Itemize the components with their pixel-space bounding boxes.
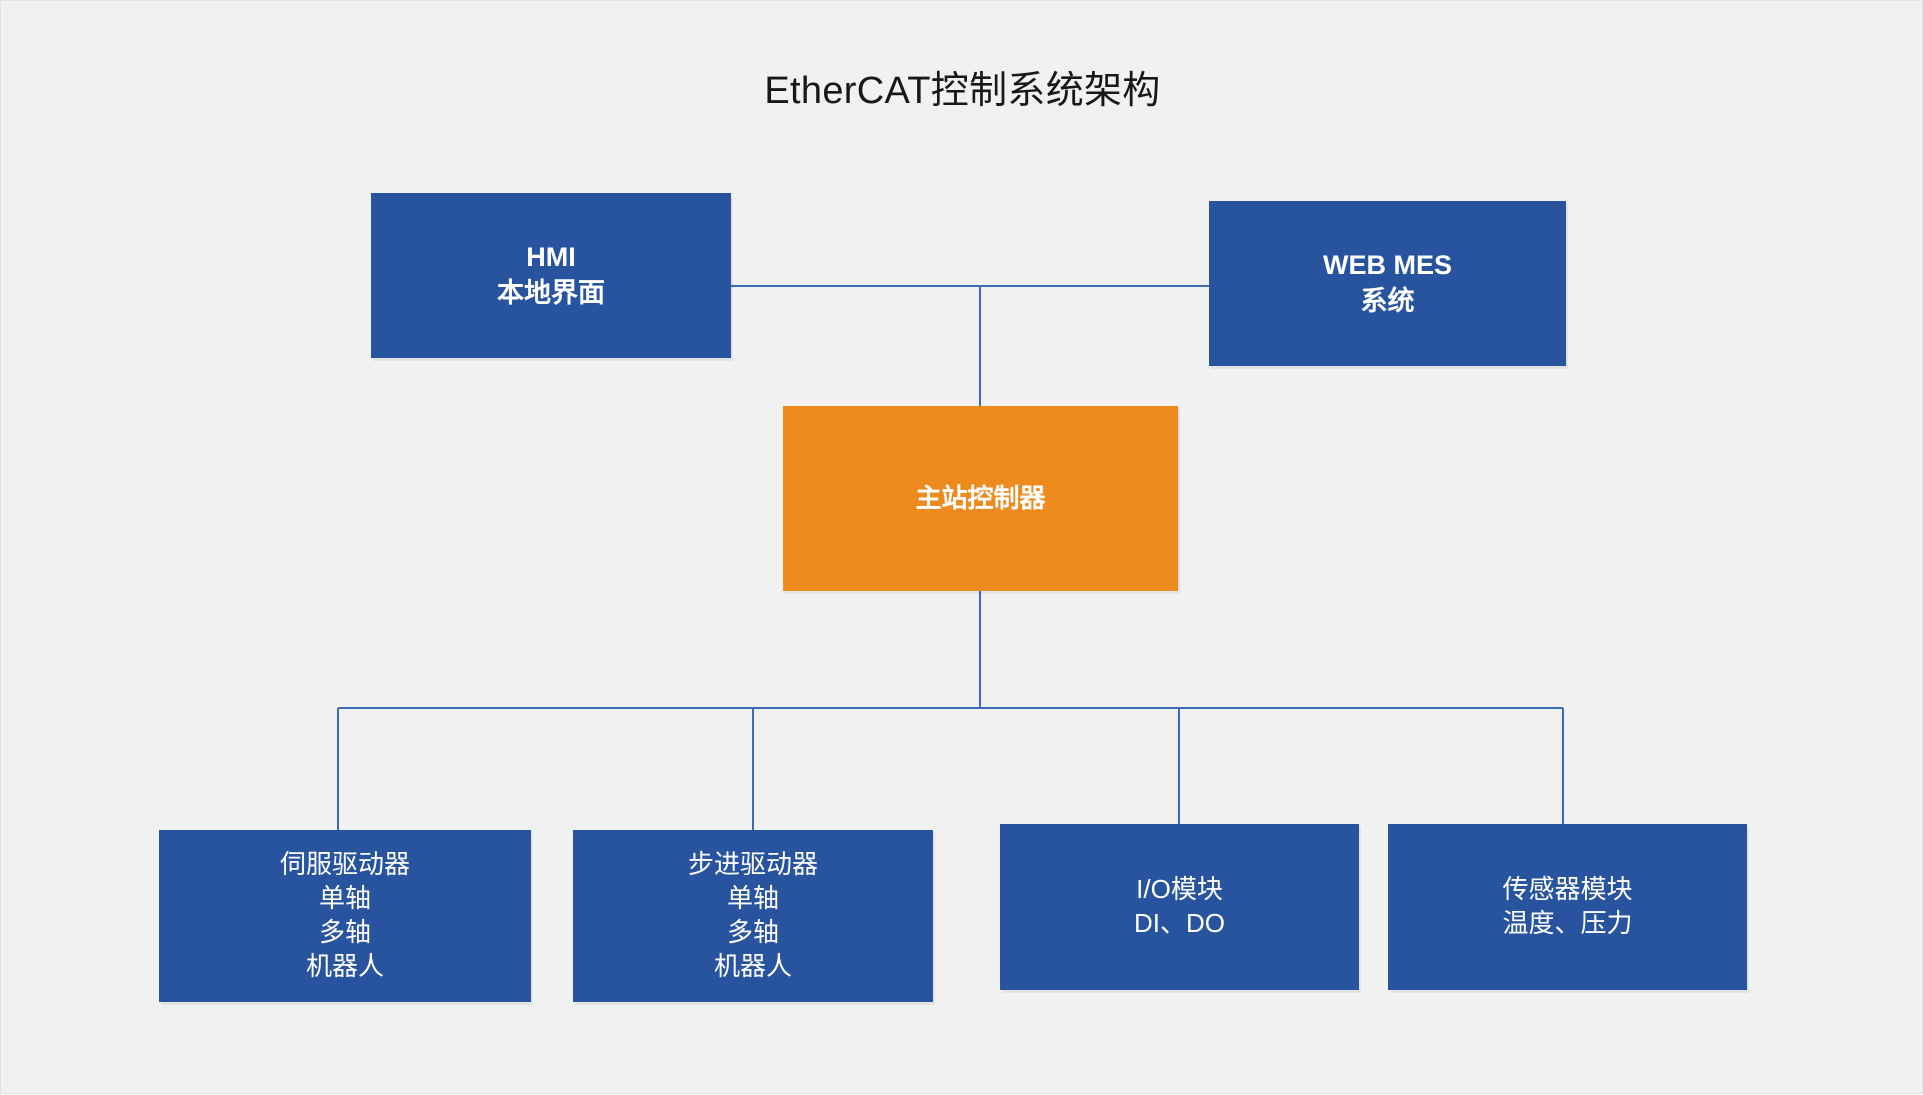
page-title: EtherCAT控制系统架构 xyxy=(764,70,1161,112)
node-master-controller-line-1: 主站控制器 xyxy=(915,482,1046,513)
node-servo-driver-line-3: 多轴 xyxy=(318,917,371,947)
node-stepper-driver-line-4: 机器人 xyxy=(713,950,792,981)
node-sensor-module[interactable]: 传感器模块 温度、压力 xyxy=(1388,824,1747,990)
node-web-mes[interactable]: WEB MES 系统 xyxy=(1209,201,1566,366)
node-hmi[interactable]: HMI 本地界面 xyxy=(371,193,731,358)
node-master-controller[interactable]: 主站控制器 xyxy=(783,406,1178,591)
node-web-mes-line-2: 系统 xyxy=(1360,285,1415,316)
node-sensor-module-line-2: 温度、压力 xyxy=(1502,908,1633,938)
node-web-mes-line-1: WEB MES xyxy=(1322,250,1452,281)
node-hmi-line-1: HMI xyxy=(526,242,576,273)
node-io-module[interactable]: I/O模块 DI、DO xyxy=(1000,824,1359,990)
node-servo-driver-line-1: 伺服驱动器 xyxy=(279,849,410,880)
node-stepper-driver-line-3: 多轴 xyxy=(726,917,779,947)
node-io-module-line-1: I/O模块 xyxy=(1136,874,1223,905)
node-stepper-driver-line-1: 步进驱动器 xyxy=(687,849,818,880)
node-servo-driver-line-2: 单轴 xyxy=(318,883,371,914)
node-stepper-driver[interactable]: 步进驱动器 单轴 多轴 机器人 xyxy=(573,830,933,1002)
node-servo-driver[interactable]: 伺服驱动器 单轴 多轴 机器人 xyxy=(159,830,531,1002)
node-hmi-line-2: 本地界面 xyxy=(497,277,605,308)
node-stepper-driver-line-2: 单轴 xyxy=(726,883,779,914)
node-io-module-line-2: DI、DO xyxy=(1133,908,1225,938)
node-servo-driver-line-4: 机器人 xyxy=(305,950,384,981)
node-sensor-module-line-1: 传感器模块 xyxy=(1502,874,1633,905)
